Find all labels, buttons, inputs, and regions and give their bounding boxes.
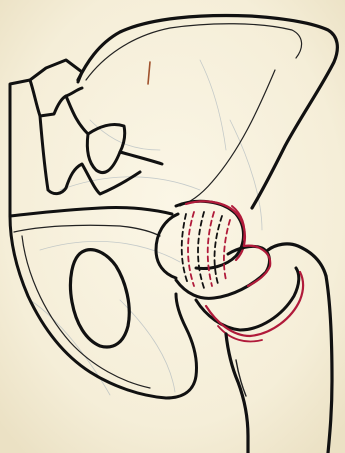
hip-joint-drawing: [0, 0, 345, 453]
drawing-canvas: [0, 0, 345, 453]
